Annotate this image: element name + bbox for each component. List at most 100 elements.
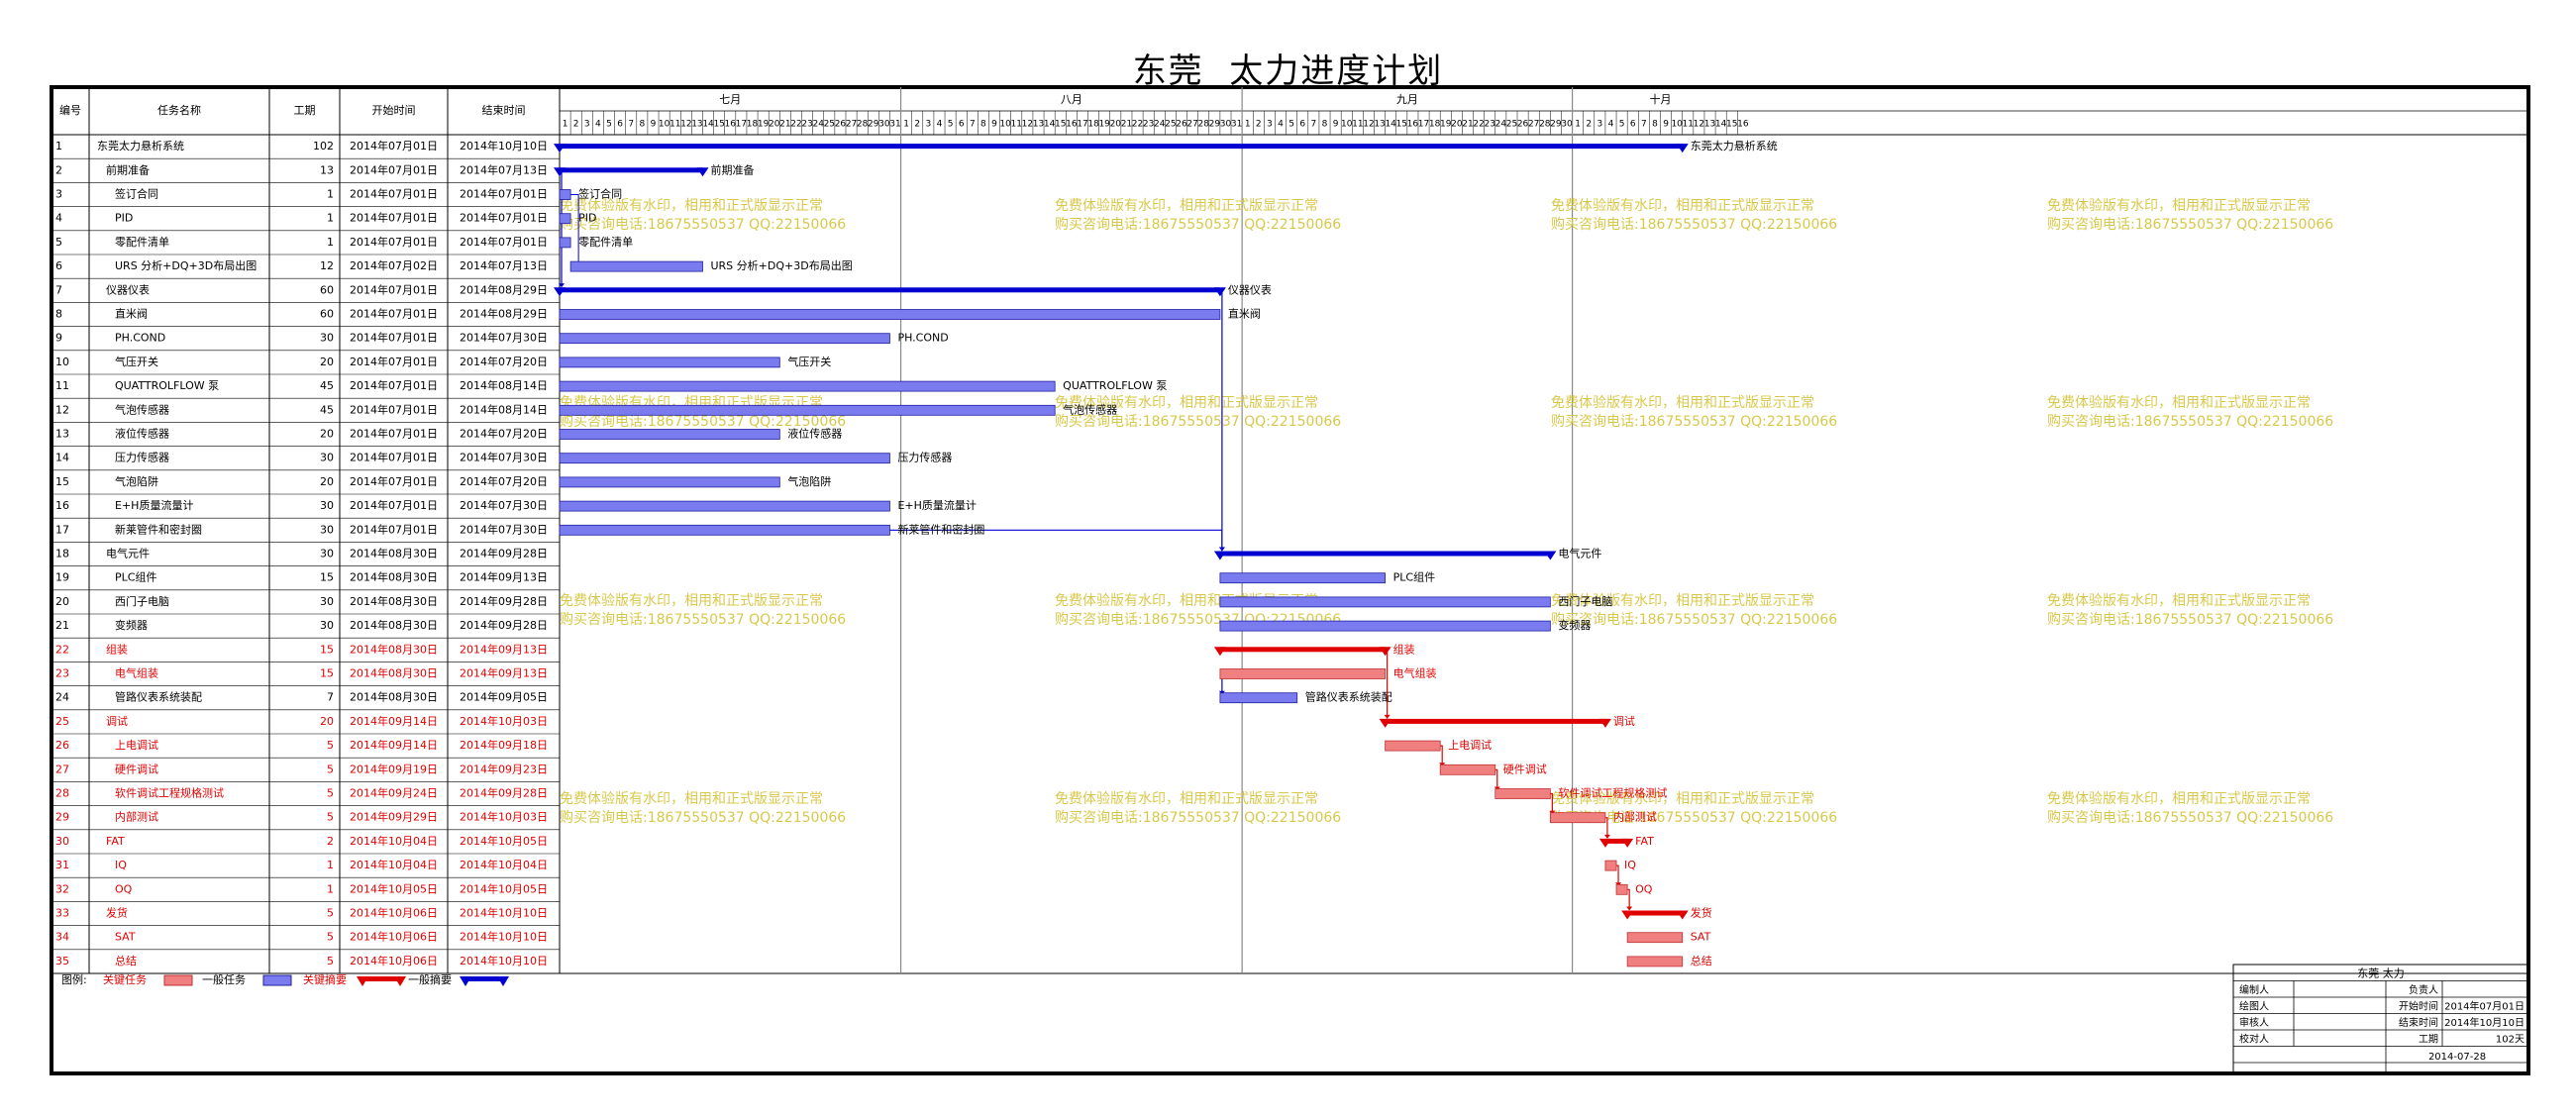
task-name: PLC组件 — [115, 570, 156, 584]
column-header-name: 任务名称 — [157, 103, 201, 117]
task-end: 2014年07月30日 — [460, 451, 548, 464]
day-label: 8 — [980, 120, 986, 130]
watermark-line2: 购买咨询电话:18675550537 QQ:22150066 — [1551, 810, 1837, 826]
bar-label: 直米阀 — [1228, 307, 1261, 321]
task-id: 4 — [55, 212, 62, 225]
day-label: 25 — [1165, 120, 1176, 130]
task-name: 东莞太力悬析系统 — [97, 139, 184, 153]
column-header-dur: 工期 — [294, 104, 316, 117]
task-bar — [1604, 860, 1617, 871]
day-label: 7 — [1311, 120, 1317, 130]
task-start: 2014年09月14日 — [350, 714, 438, 728]
bar-label: SAT — [1691, 931, 1711, 944]
watermark-line1: 免费体验版有水印，相用和正式版显示正常 — [2047, 198, 2311, 214]
task-name: 签订合同 — [115, 187, 158, 201]
day-label: 8 — [639, 120, 645, 130]
info-box-date: 2014-07-28 — [2428, 1052, 2486, 1063]
task-id: 26 — [55, 739, 69, 752]
day-label: 3 — [1597, 120, 1603, 130]
legend-critical-summary-swatch — [362, 976, 400, 981]
column-header-end: 结束时间 — [482, 104, 526, 117]
dependency-arrow — [1384, 714, 1391, 719]
task-name: 内部测试 — [115, 810, 158, 824]
watermark-line2: 购买咨询电话:18675550537 QQ:22150066 — [1551, 414, 1837, 430]
day-label: 17 — [1418, 120, 1429, 130]
task-name: QUATTROLFLOW 泵 — [115, 379, 219, 392]
watermark-line1: 免费体验版有水印，相用和正式版显示正常 — [1055, 791, 1318, 807]
task-bar — [559, 476, 780, 488]
summary-bar — [1604, 838, 1628, 844]
day-label: 12 — [680, 120, 691, 130]
day-label: 19 — [1440, 120, 1452, 130]
bar-label: IQ — [1624, 859, 1636, 871]
task-name: 发货 — [106, 906, 128, 920]
legend-critical-summary-caps — [357, 976, 406, 986]
task-bar — [569, 260, 703, 272]
task-end: 2014年09月13日 — [460, 642, 548, 656]
watermark-line1: 免费体验版有水印，相用和正式版显示正常 — [1551, 198, 1814, 214]
task-start: 2014年10月06日 — [350, 930, 438, 944]
task-end: 2014年09月23日 — [460, 762, 548, 775]
day-label: 27 — [846, 120, 857, 130]
task-start: 2014年07月01日 — [350, 187, 438, 201]
day-label: 30 — [1561, 120, 1573, 130]
bar-label: 硬件调试 — [1503, 763, 1547, 775]
task-bar — [1439, 764, 1496, 775]
task-start: 2014年07月02日 — [350, 258, 438, 272]
task-id: 20 — [55, 595, 69, 608]
day-label: 7 — [628, 120, 634, 130]
task-end: 2014年09月28日 — [460, 594, 548, 608]
day-label: 17 — [736, 120, 747, 130]
task-bar — [1494, 788, 1551, 799]
task-bar — [559, 309, 1221, 320]
task-id: 14 — [55, 452, 69, 464]
dependency-line — [1616, 865, 1619, 885]
task-end: 2014年09月13日 — [460, 666, 548, 680]
task-id: 28 — [55, 787, 69, 800]
info-box — [2232, 964, 2529, 1074]
task-duration: 20 — [320, 428, 334, 441]
task-id: 16 — [55, 499, 69, 512]
task-end: 2014年08月29日 — [460, 282, 548, 296]
task-name: 零配件清单 — [115, 236, 169, 249]
day-label: 29 — [868, 120, 879, 130]
day-label: 26 — [835, 120, 847, 130]
task-name: URS 分析+DQ+3D布局出图 — [115, 258, 257, 272]
day-label: 5 — [1619, 120, 1625, 130]
task-id: 18 — [55, 548, 69, 560]
day-label: 23 — [801, 120, 812, 130]
summary-cap-left — [554, 144, 566, 153]
summary-cap-right — [696, 167, 709, 177]
watermark-line1: 免费体验版有水印，相用和正式版显示正常 — [2047, 791, 2311, 807]
task-duration: 15 — [320, 667, 334, 680]
task-bar — [1385, 740, 1441, 752]
day-label: 2 — [573, 120, 579, 130]
task-bar — [559, 356, 780, 368]
task-duration: 1 — [327, 859, 334, 871]
task-start: 2014年07月01日 — [350, 355, 438, 368]
task-start: 2014年09月29日 — [350, 810, 438, 824]
day-label: 1 — [1245, 120, 1251, 130]
summary-cap-left — [1621, 910, 1634, 920]
task-duration: 30 — [320, 499, 334, 512]
summary-cap-left — [1213, 551, 1226, 560]
task-name: PID — [115, 212, 133, 225]
task-name: IQ — [115, 859, 127, 871]
legend-normal-task-label: 一般任务 — [202, 973, 246, 986]
day-label: 12 — [1694, 120, 1704, 130]
task-bar — [1219, 572, 1387, 584]
task-duration: 15 — [320, 571, 334, 584]
task-duration: 60 — [320, 283, 334, 296]
task-start: 2014年07月01日 — [350, 235, 438, 249]
task-start: 2014年07月01日 — [350, 427, 438, 441]
bar-label: 组装 — [1393, 642, 1415, 656]
task-name: E+H质量流量计 — [115, 498, 193, 512]
column-header-id: 编号 — [59, 103, 81, 117]
summary-bar — [1385, 718, 1605, 724]
bar-label: 管路仪表系统装配 — [1305, 690, 1392, 704]
task-id: 12 — [55, 403, 69, 416]
day-label: 9 — [1333, 120, 1339, 130]
task-bar — [559, 524, 890, 536]
task-duration: 5 — [327, 763, 334, 775]
info-cell-label: 绘图人 — [2239, 999, 2269, 1012]
